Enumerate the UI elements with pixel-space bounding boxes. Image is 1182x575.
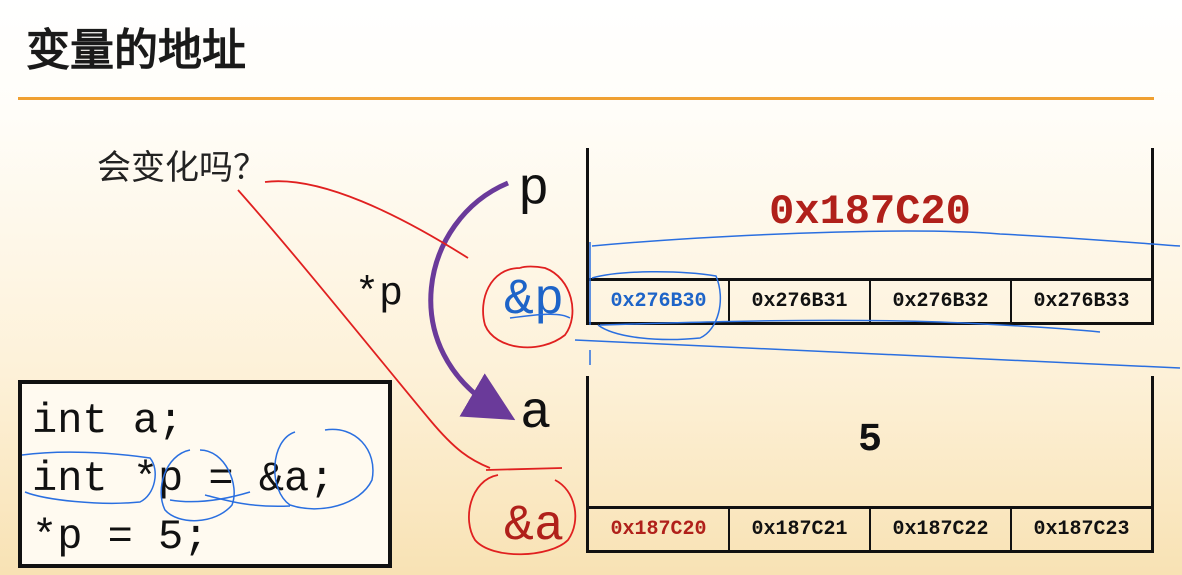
memory-cell: 0x187C21	[728, 509, 869, 550]
blue-ink-marks	[21, 230, 1181, 522]
addr-p-label: &p	[504, 272, 565, 329]
memory-a-cells: 0x187C20 0x187C21 0x187C22 0x187C23	[589, 506, 1151, 550]
memory-cell: 0x276B30	[610, 290, 707, 313]
deref-label: *p	[355, 272, 404, 317]
addr-a-label: &a	[504, 498, 565, 555]
var-p-label: p	[518, 160, 550, 219]
memory-box-p: 0x187C20 0x276B30 0x276B31 0x276B32 0x27…	[586, 148, 1154, 325]
memory-cell: 0x276B32	[869, 281, 1010, 322]
red-ink-marks	[237, 180, 577, 556]
deref-arrow	[428, 180, 516, 421]
title-underline	[18, 97, 1154, 100]
code-box: int a; int *p = &a; *p = 5;	[18, 380, 392, 568]
memory-p-value: 0x187C20	[769, 188, 971, 236]
memory-cell: 0x187C23	[1010, 509, 1151, 550]
slide-title: 变量的地址	[26, 25, 246, 76]
code-line: int *p = &a;	[32, 455, 335, 503]
memory-p-cells: 0x276B30 0x276B31 0x276B32 0x276B33	[589, 278, 1151, 322]
memory-cell: 0x276B31	[728, 281, 869, 322]
memory-cell: 0x187C20	[610, 518, 707, 541]
var-a-label: a	[520, 384, 552, 443]
question-text: 会变化吗？	[97, 148, 267, 188]
code-line: *p = 5;	[32, 513, 209, 561]
memory-cell: 0x276B33	[1010, 281, 1151, 322]
memory-box-a: 5 0x187C20 0x187C21 0x187C22 0x187C23	[586, 376, 1154, 553]
memory-a-value: 5	[857, 418, 882, 463]
code-line: int a;	[32, 397, 184, 445]
memory-cell: 0x187C22	[869, 509, 1010, 550]
